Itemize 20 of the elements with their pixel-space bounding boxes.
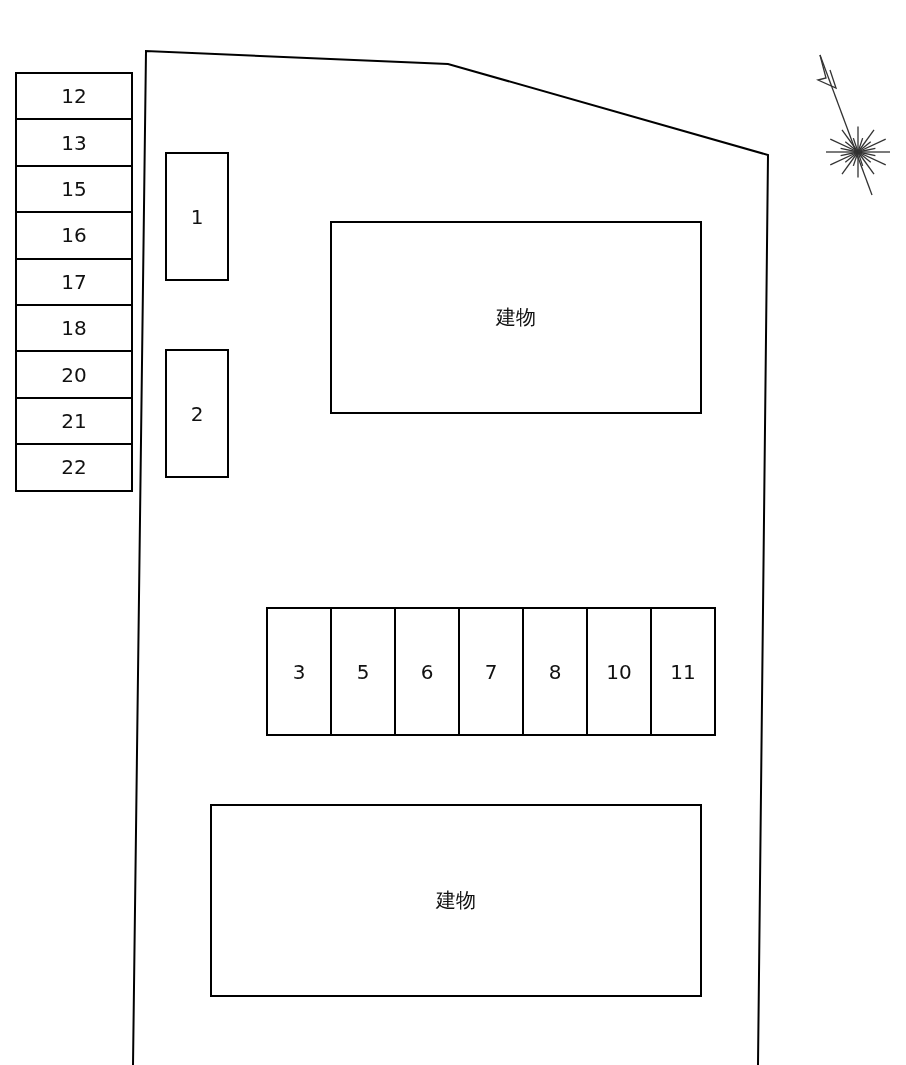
parking-space: 13 bbox=[15, 118, 133, 167]
parking-space: 5 bbox=[330, 607, 396, 736]
parking-space: 22 bbox=[15, 443, 133, 492]
building: 建物 bbox=[210, 804, 702, 997]
parking-space: 8 bbox=[522, 607, 588, 736]
parking-space: 6 bbox=[394, 607, 460, 736]
parking-space: 18 bbox=[15, 304, 133, 353]
parking-space: 17 bbox=[15, 257, 133, 306]
parking-space: 10 bbox=[586, 607, 652, 736]
parking-space: 2 bbox=[165, 349, 229, 478]
parking-space: 1 bbox=[165, 152, 229, 281]
parking-space: 7 bbox=[458, 607, 524, 736]
parking-space: 16 bbox=[15, 211, 133, 260]
parking-space: 21 bbox=[15, 396, 133, 446]
parking-space: 11 bbox=[650, 607, 716, 736]
building: 建物 bbox=[330, 221, 702, 414]
parking-space: 20 bbox=[15, 350, 133, 399]
parking-space: 15 bbox=[15, 164, 133, 214]
parking-space: 12 bbox=[15, 72, 133, 121]
parking-space: 3 bbox=[266, 607, 332, 736]
